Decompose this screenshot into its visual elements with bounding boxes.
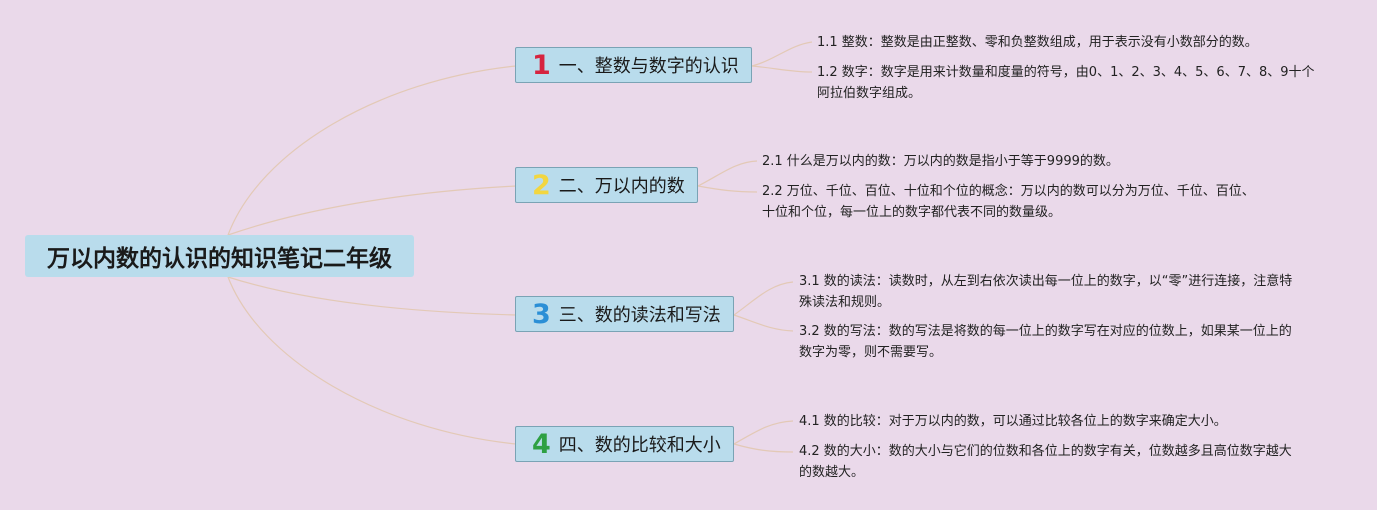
- leaf-1-1[interactable]: 1.1 整数：整数是由正整数、零和负整数组成，用于表示没有小数部分的数。: [817, 35, 1258, 50]
- branch-topic-4[interactable]: 4 四、数的比较和大小: [515, 426, 734, 462]
- number-badge-2: 2: [532, 169, 551, 201]
- root-topic[interactable]: 万以内数的认识的知识笔记二年级: [25, 235, 414, 277]
- leaf-4-1[interactable]: 4.1 数的比较：对于万以内的数，可以通过比较各位上的数字来确定大小。: [799, 414, 1227, 429]
- root-title: 万以内数的认识的知识笔记二年级: [47, 246, 392, 272]
- branch-title-1: 一、整数与数字的认识: [558, 56, 739, 77]
- branch-title-4: 四、数的比较和大小: [558, 435, 721, 456]
- leaf-3-1[interactable]: 3.1 数的读法：读数时，从左到右依次读出每一位上的数字，以“零”进行连接，注意…: [799, 274, 1293, 310]
- leaf-4-2[interactable]: 4.2 数的大小：数的大小与它们的位数和各位上的数字有关，位数越多且高位数字越大…: [799, 444, 1292, 480]
- branch-topic-1[interactable]: 1 一、整数与数字的认识: [515, 47, 752, 83]
- leaf-3-2[interactable]: 3.2 数的写法：数的写法是将数的每一位上的数字写在对应的位数上，如果某一位上的…: [799, 324, 1292, 360]
- number-badge-3: 3: [532, 298, 551, 330]
- branch-title-3: 三、数的读法和写法: [558, 305, 721, 326]
- branch-topic-2[interactable]: 2 二、万以内的数: [515, 167, 698, 203]
- number-badge-4: 4: [532, 428, 551, 460]
- leaf-2-1[interactable]: 2.1 什么是万以内的数：万以内的数是指小于等于9999的数。: [762, 154, 1119, 169]
- leaf-2-2[interactable]: 2.2 万位、千位、百位、十位和个位的概念：万以内的数可以分为万位、千位、百位、…: [762, 184, 1255, 220]
- branch-title-2: 二、万以内的数: [558, 176, 685, 197]
- number-badge-1: 1: [532, 49, 551, 81]
- leaf-1-2[interactable]: 1.2 数字：数字是用来计数量和度量的符号，由0、1、2、3、4、5、6、7、8…: [817, 65, 1315, 101]
- branch-topic-3[interactable]: 3 三、数的读法和写法: [515, 296, 734, 332]
